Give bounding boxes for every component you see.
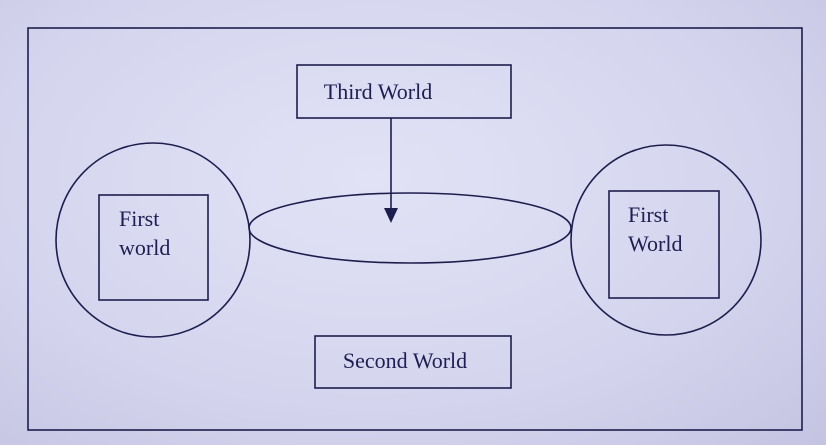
left-circle bbox=[55, 142, 251, 338]
center-ellipse bbox=[248, 192, 572, 264]
third-world-label: Third World bbox=[324, 79, 432, 104]
right-box-line1: First bbox=[628, 202, 668, 227]
second-world-label: Second World bbox=[343, 348, 467, 373]
outer-frame bbox=[27, 27, 803, 431]
left-first-world-box bbox=[98, 194, 209, 301]
second-world-box bbox=[314, 335, 512, 389]
arrow-head-icon bbox=[384, 208, 398, 223]
right-box-line2: World bbox=[628, 231, 682, 256]
right-first-world-box bbox=[608, 190, 720, 299]
third-world-box bbox=[296, 64, 512, 119]
left-box-line1: First bbox=[119, 206, 159, 231]
right-circle bbox=[570, 144, 762, 336]
left-box-line2: world bbox=[119, 235, 170, 260]
